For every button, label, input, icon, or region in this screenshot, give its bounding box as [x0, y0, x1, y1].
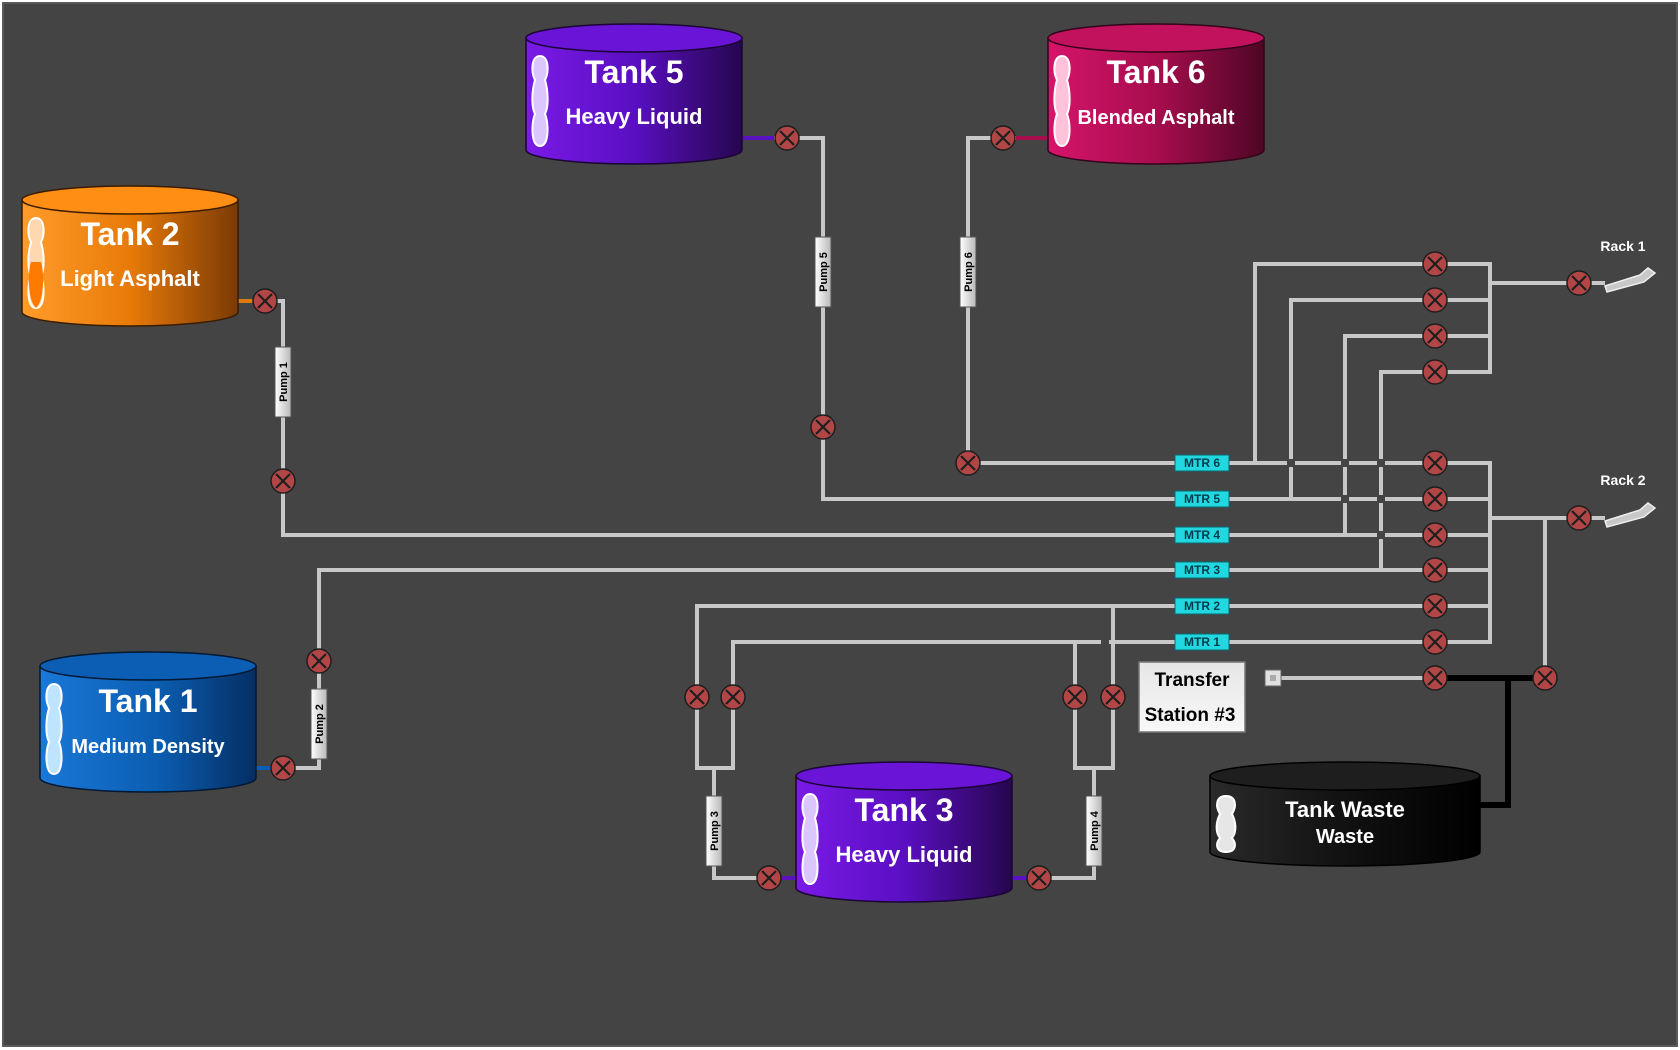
transfer-station-3[interactable]: Transfer Station #3: [1138, 661, 1246, 733]
pump-3[interactable]: Pump 3: [705, 795, 723, 867]
meter-2-label: MTR 2: [1184, 599, 1220, 613]
tank-waste-product: Waste: [1316, 826, 1374, 848]
meter-3-label: MTR 3: [1184, 563, 1220, 577]
loading-arm-icon: [1604, 267, 1657, 293]
closed-valve-icon[interactable]: [1566, 270, 1592, 296]
closed-valve-icon[interactable]: [1422, 359, 1448, 385]
pump-4[interactable]: Pump 4: [1085, 795, 1103, 867]
closed-valve-icon[interactable]: [810, 414, 836, 440]
closed-valve-icon[interactable]: [1422, 522, 1448, 548]
tank-5[interactable]: Tank 5 Heavy Liquid: [525, 23, 743, 165]
tank-waste[interactable]: Tank Waste Waste: [1209, 761, 1481, 867]
closed-valve-icon[interactable]: [756, 865, 782, 891]
tank-waste-title: Tank Waste: [1285, 797, 1405, 822]
closed-valve-icon[interactable]: [1422, 251, 1448, 277]
tank-6[interactable]: Tank 6 Blended Asphalt: [1047, 23, 1265, 165]
pump-5-label: Pump 5: [818, 252, 830, 292]
tank-3-product: Heavy Liquid: [836, 842, 973, 867]
meter-1-label: MTR 1: [1184, 635, 1220, 649]
meter-4-label: MTR 4: [1184, 528, 1220, 542]
pump-4-label: Pump 4: [1089, 810, 1101, 851]
pump-1[interactable]: Pump 1: [274, 346, 292, 418]
tank-3-title: Tank 3: [855, 792, 954, 828]
closed-valve-icon[interactable]: [1422, 486, 1448, 512]
meter-1[interactable]: MTR 1: [1174, 633, 1230, 651]
tank-level-icon: [1053, 54, 1071, 148]
tank-level-icon: [801, 792, 819, 886]
closed-valve-icon[interactable]: [1100, 684, 1126, 710]
closed-valve-icon[interactable]: [955, 450, 981, 476]
meter-5[interactable]: MTR 5: [1174, 490, 1230, 508]
meter-5-label: MTR 5: [1184, 492, 1220, 506]
closed-valve-icon[interactable]: [1422, 665, 1448, 691]
closed-valve-icon[interactable]: [252, 288, 278, 314]
tank-1[interactable]: Tank 1 Medium Density: [39, 651, 257, 793]
rack-2-label: Rack 2: [1600, 472, 1645, 488]
meter-4[interactable]: MTR 4: [1174, 526, 1230, 544]
closed-valve-icon[interactable]: [1422, 450, 1448, 476]
transfer-station-line1: Transfer: [1155, 670, 1231, 691]
closed-valve-icon[interactable]: [1422, 287, 1448, 313]
tank-level-icon: [45, 682, 63, 776]
tank-3[interactable]: Tank 3 Heavy Liquid: [795, 761, 1013, 903]
meter-2[interactable]: MTR 2: [1174, 597, 1230, 615]
closed-valve-icon[interactable]: [1422, 557, 1448, 583]
closed-valve-icon[interactable]: [1566, 505, 1592, 531]
closed-valve-icon[interactable]: [720, 684, 746, 710]
rack-2[interactable]: Rack 2: [1600, 472, 1657, 528]
tank-6-product: Blended Asphalt: [1077, 107, 1234, 129]
tank-level-icon: [531, 54, 549, 148]
closed-valve-icon[interactable]: [1422, 593, 1448, 619]
closed-valve-icon[interactable]: [1026, 865, 1052, 891]
closed-valve-icon[interactable]: [1422, 323, 1448, 349]
transfer-station-line2: Station #3: [1145, 705, 1236, 726]
pipe-crossings: [1101, 459, 1385, 646]
tank-6-title: Tank 6: [1107, 54, 1206, 90]
pump-6[interactable]: Pump 6: [959, 236, 977, 308]
pump-2-label: Pump 2: [314, 704, 326, 744]
meter-6[interactable]: MTR 6: [1174, 454, 1230, 472]
tank-level-icon: [1215, 794, 1237, 854]
meter-3[interactable]: MTR 3: [1174, 561, 1230, 579]
pump-3-label: Pump 3: [709, 811, 721, 851]
waste-drain-riser: [1478, 678, 1511, 808]
closed-valve-icon[interactable]: [306, 648, 332, 674]
closed-valve-icon[interactable]: [1062, 684, 1088, 710]
tank-5-product: Heavy Liquid: [566, 104, 703, 129]
tank-2-title: Tank 2: [81, 216, 180, 252]
closed-valve-icon[interactable]: [1532, 665, 1558, 691]
rack-1-label: Rack 1: [1600, 238, 1645, 254]
closed-valve-icon[interactable]: [270, 468, 296, 494]
transfer-indicator-icon[interactable]: [1264, 669, 1282, 687]
closed-valve-icon[interactable]: [990, 125, 1016, 151]
pump-2[interactable]: Pump 2: [310, 688, 328, 760]
tank-5-title: Tank 5: [585, 54, 684, 90]
tank-1-title: Tank 1: [99, 683, 198, 719]
loading-arm-icon: [1604, 502, 1657, 528]
closed-valve-icon[interactable]: [684, 684, 710, 710]
closed-valve-icon[interactable]: [270, 755, 296, 781]
pump-1-label: Pump 1: [278, 362, 290, 402]
closed-valve-icon[interactable]: [774, 125, 800, 151]
tank-2[interactable]: Tank 2 Light Asphalt: [21, 185, 239, 327]
closed-valve-icon[interactable]: [1422, 629, 1448, 655]
meter-6-label: MTR 6: [1184, 456, 1220, 470]
rack-1[interactable]: Rack 1: [1600, 238, 1657, 293]
pump-6-label: Pump 6: [963, 252, 975, 292]
valves: [252, 125, 1592, 891]
pump-5[interactable]: Pump 5: [814, 236, 832, 308]
tank-1-product: Medium Density: [71, 736, 225, 758]
tank-2-product: Light Asphalt: [60, 266, 200, 291]
